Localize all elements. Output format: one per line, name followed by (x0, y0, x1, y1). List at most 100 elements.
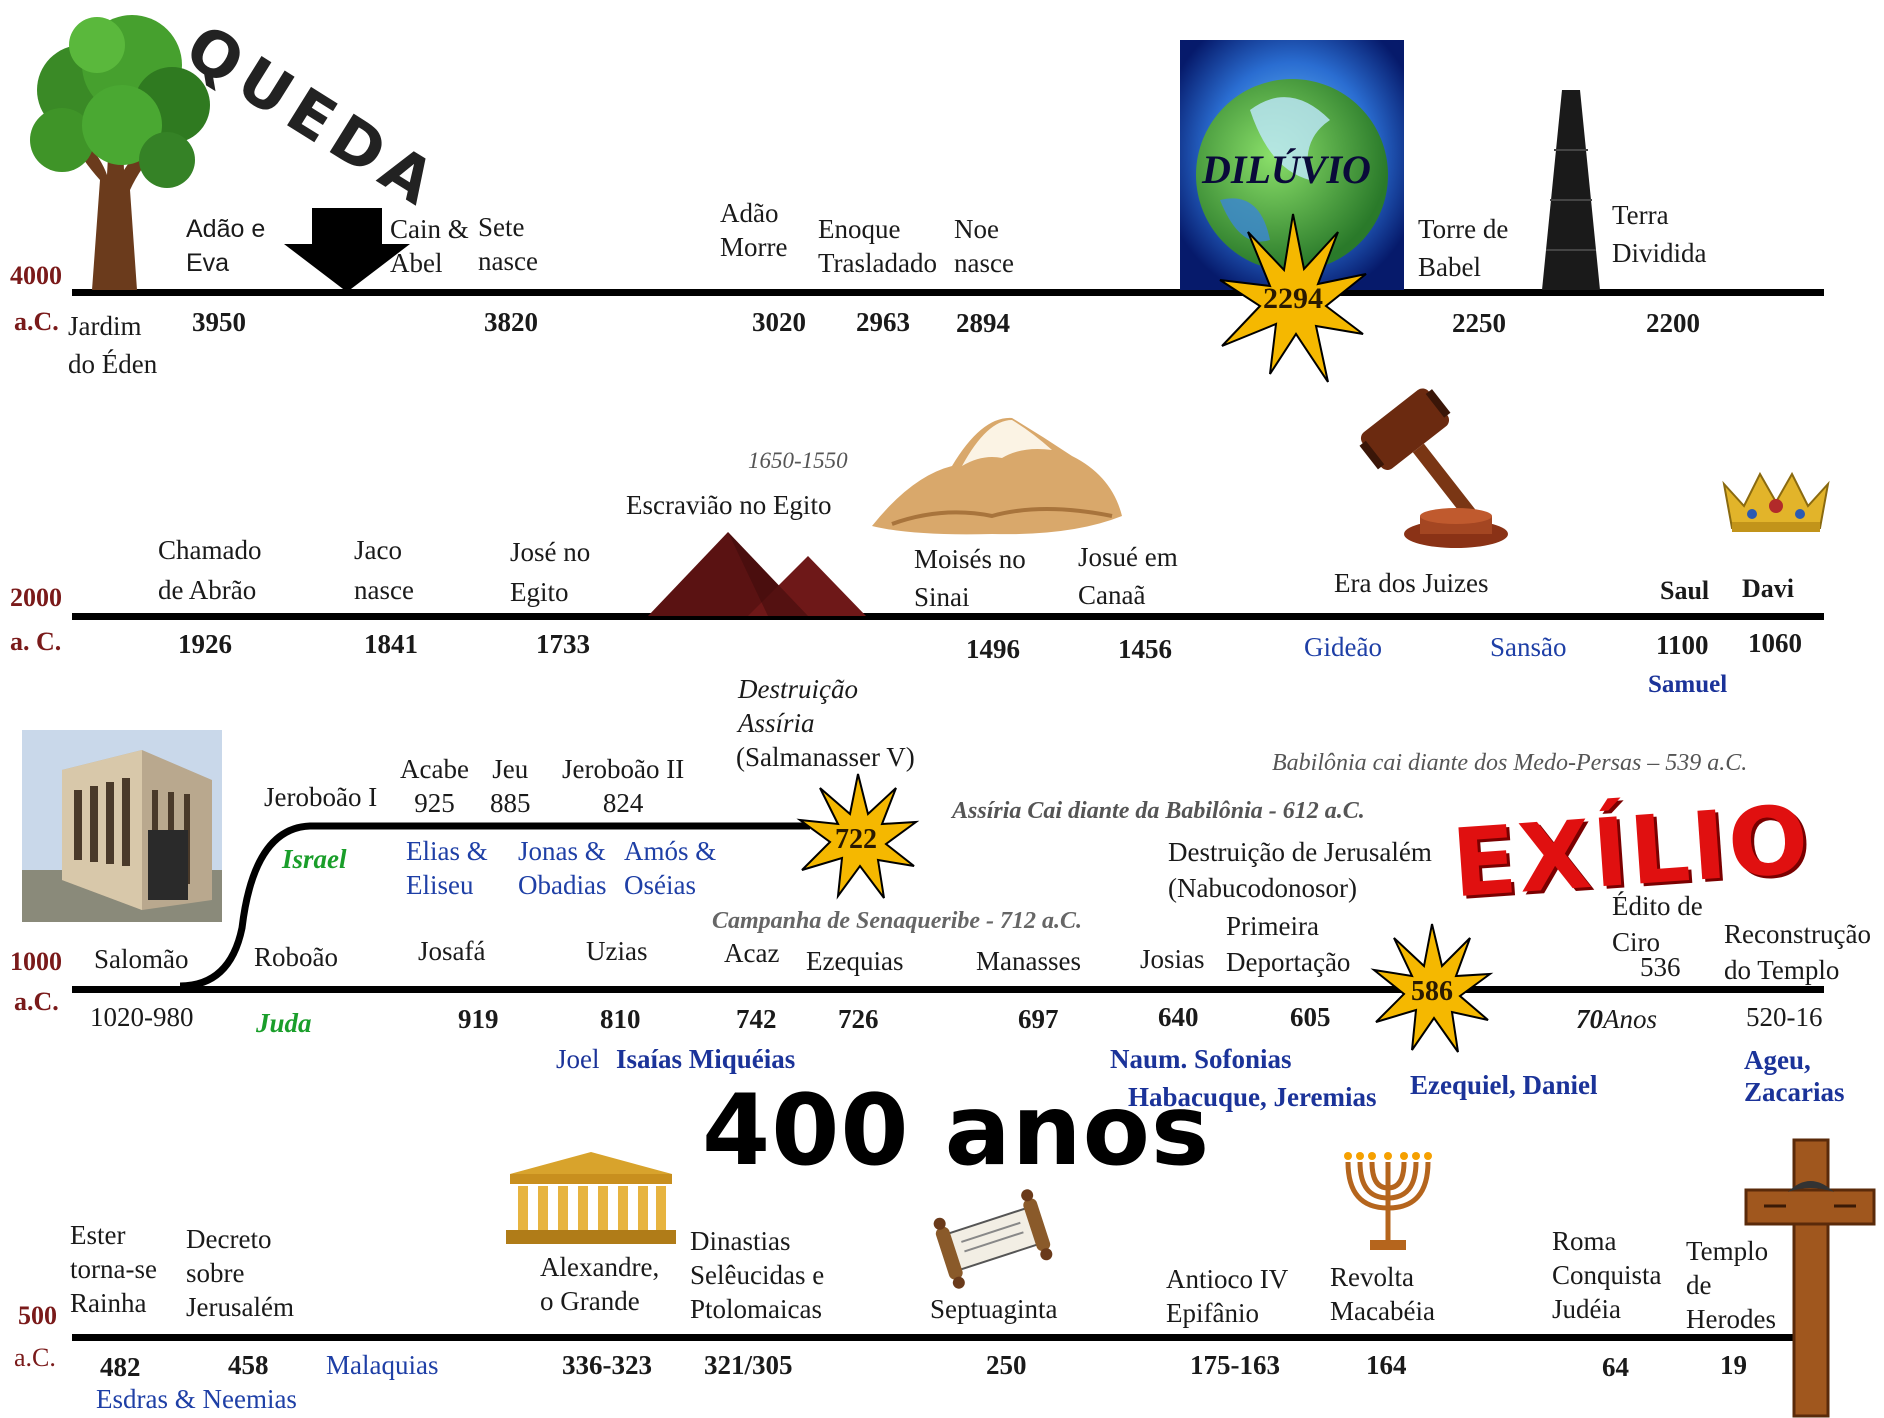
prophet-naum: Naum. Sofonias (1110, 1044, 1292, 1074)
year-1060: 1060 (1748, 628, 1802, 658)
jardim-eden: Jardim do Éden (68, 311, 158, 379)
manasses: Manasses (976, 946, 1081, 976)
year-586: 586 (1411, 976, 1453, 1007)
antioco: Antioco IV Epifânio (1166, 1264, 1289, 1328)
campanha-senaqueribe: Campanha de Senaqueribe - 712 a.C. (712, 908, 1083, 934)
septuaginta: Septuaginta (930, 1294, 1058, 1324)
escravidao-period: 1650-1550 (748, 448, 848, 473)
timeline-row-2 (72, 613, 1824, 620)
jose-egito: José no Egito (510, 537, 591, 607)
primeira-deportacao: Primeira Deportação (1226, 911, 1351, 977)
era-1000-ac-label: a.C. (14, 987, 59, 1016)
year-2294: 2294 (1263, 282, 1323, 315)
acabe: Acabe 925 (400, 754, 469, 818)
dinastias: Dinastias Selêucidas e Ptolomaicas (690, 1226, 825, 1324)
year-1496: 1496 (966, 634, 1020, 664)
ester-rainha: Ester torna-se Rainha (70, 1220, 157, 1318)
era-2000-ac-label: a. C. (10, 627, 62, 656)
year-1841: 1841 (364, 629, 418, 659)
year-742: 742 (736, 1004, 777, 1034)
year-2963: 2963 (856, 307, 910, 337)
era-1000-label: 1000 (10, 947, 62, 976)
jeroboao-i: Jeroboão I (264, 782, 378, 812)
acaz: Acaz (724, 938, 780, 968)
era-2000-label: 2000 (10, 583, 62, 612)
noe-nasce: Noe nasce (954, 214, 1014, 278)
josafa: Josafá (418, 936, 486, 966)
year-722: 722 (835, 824, 877, 855)
year-3020: 3020 (752, 307, 806, 337)
year-640: 640 (1158, 1002, 1199, 1032)
cain-abel: Cain & Abel (390, 214, 469, 278)
adao-morre: Adão Morre (720, 198, 788, 262)
menorah-icon (1344, 1152, 1432, 1250)
jeu: Jeu 885 (490, 754, 531, 818)
saul: Saul (1660, 576, 1710, 605)
starburst-722: 722 (796, 773, 920, 900)
decreto-jerusalem: Decreto sobre Jerusalém (186, 1224, 294, 1322)
sete-nasce: Sete nasce (478, 212, 538, 276)
prophet-habacuque: Habacuque, Jeremias (1128, 1082, 1377, 1112)
intertestamental-400-anos: 400 anos (702, 1074, 1211, 1188)
down-arrow-icon (284, 208, 410, 292)
josue-canaa: Josué em Canaã (1078, 542, 1178, 610)
prophet-samuel: Samuel (1648, 671, 1728, 698)
year-1100: 1100 (1656, 630, 1709, 660)
jeroboao-ii: Jeroboão II 824 (562, 754, 685, 818)
moises-sinai: Moisés no Sinai (914, 544, 1026, 612)
jaco-nasce: Jaco nasce (354, 535, 414, 605)
year-2200: 2200 (1646, 308, 1700, 338)
salmanasser: (Salmanasser V) (736, 742, 915, 772)
gavel-icon (1359, 388, 1508, 548)
year-726: 726 (838, 1004, 879, 1034)
starburst-586: 586 (1370, 923, 1494, 1053)
adao-eva: Adão e Eva (186, 215, 266, 277)
year-605: 605 (1290, 1002, 1331, 1032)
queda-title: QUEDA (173, 10, 454, 223)
globe-icon (1180, 40, 1404, 290)
parthenon-icon (506, 1152, 676, 1244)
prophet-esdras-neemias: Esdras & Neemias (96, 1384, 297, 1414)
josias: Josias (1140, 944, 1205, 974)
timeline-row-1 (72, 289, 1824, 296)
destruicao-jerusalem: Destruição de Jerusalém (Nabucodonosor) (1168, 837, 1432, 903)
israel-branch-line (179, 822, 810, 990)
timeline-row-4 (72, 1334, 1824, 1341)
starburst-2294: 2294 (1219, 213, 1367, 383)
year-2250: 2250 (1452, 308, 1506, 338)
salomao: Salomão (94, 944, 189, 974)
templo-herodes: Templo de Herodes (1686, 1236, 1776, 1334)
seventy-years: 70Anos (1576, 1002, 1657, 1036)
crown-icon (1722, 471, 1830, 532)
uzias: Uzias (586, 936, 648, 966)
prophet-sansao: Sansão (1490, 632, 1567, 662)
israel-label: Israel (282, 844, 347, 874)
scroll-icon (933, 1189, 1053, 1289)
prophet-amos: Amós & Oséias (624, 836, 717, 900)
tower-icon (1542, 90, 1600, 290)
year-164: 164 (1366, 1350, 1407, 1380)
tree-icon (30, 15, 210, 290)
ezequias: Ezequias (806, 946, 904, 976)
year-482: 482 (100, 1352, 141, 1382)
year-64: 64 (1602, 1352, 1629, 1382)
seventy-anos: Anos (1603, 1004, 1657, 1034)
enoque-trasladado: Enoque Trasladado (818, 214, 937, 278)
alexandre-grande: Alexandre, o Grande (540, 1252, 660, 1316)
year-810: 810 (600, 1004, 641, 1034)
mountain-icon (872, 417, 1122, 535)
timeline-row-3-juda (72, 986, 1824, 993)
escravidao-egito: Escravião no Egito (626, 490, 832, 520)
year-697: 697 (1018, 1004, 1059, 1034)
cross-icon (1744, 1138, 1876, 1418)
year-1926: 1926 (178, 629, 232, 659)
reconstrucao-templo: Reconstrução do Templo (1724, 919, 1871, 985)
year-536: 536 (1640, 952, 1681, 982)
roma-conquista: Roma Conquista Judéia (1552, 1226, 1662, 1324)
seventy-number: 70 (1576, 1004, 1603, 1034)
year-1456: 1456 (1118, 634, 1172, 664)
year-458: 458 (228, 1350, 269, 1380)
prophet-malaquias: Malaquias (326, 1350, 439, 1380)
edito-ciro: Édito de Ciro (1612, 891, 1703, 957)
assiria-cai: Assíria Cai diante da Babilônia - 612 a.… (952, 798, 1365, 824)
